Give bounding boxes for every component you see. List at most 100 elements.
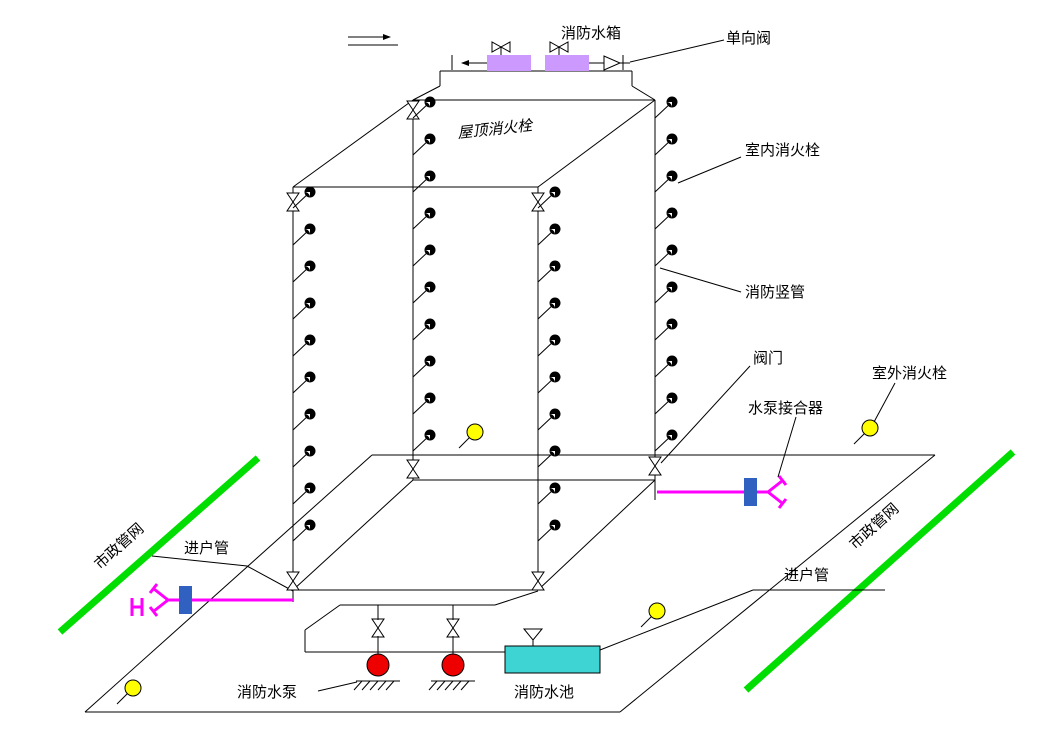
indoor-hydrant-icon	[654, 207, 678, 230]
water-tank-assembly	[348, 34, 656, 101]
header-to-riser	[494, 590, 539, 606]
leader-check-valve	[629, 39, 725, 63]
indoor-hydrant-icon	[537, 408, 561, 431]
indoor-hydrant-icon	[654, 355, 678, 378]
pump-station	[304, 590, 601, 691]
indoor-hydrant-icon	[292, 371, 316, 394]
label-roof-hydrant: 屋顶消火栓	[457, 117, 535, 142]
label-outdoor-hydrant: 室外消火栓	[872, 365, 947, 382]
indoor-hydrant-icon	[412, 281, 436, 304]
water-level-icon	[522, 628, 544, 641]
adapter-body-icon	[130, 583, 179, 617]
indoor-hydrant-icon	[292, 445, 316, 468]
indoor-hydrant-icon	[537, 223, 561, 246]
leader-indoor-hydrant	[677, 156, 742, 184]
municipal-mains	[57, 449, 1016, 693]
indoor-hydrant-icon	[537, 371, 561, 394]
label-check-valve: 单向阀	[726, 30, 771, 47]
label-water-tank: 消防水箱	[561, 25, 621, 42]
label-fire-pump: 消防水泵	[237, 684, 297, 701]
base-left-diagonal	[292, 479, 414, 591]
fire-pool	[504, 645, 601, 674]
outdoor-hydrant-icon	[640, 602, 666, 628]
ground-plane	[84, 454, 936, 713]
adapter-flange	[744, 478, 757, 506]
indoor-hydrant-icon	[537, 482, 561, 505]
pump-adapter-right	[657, 475, 788, 509]
ground-left-edge	[84, 454, 373, 713]
indoor-hydrant-icon	[292, 223, 316, 246]
indoor-hydrant-icon	[292, 334, 316, 357]
pump-adapter-left	[130, 583, 293, 617]
indoor-hydrant-icon	[537, 297, 561, 320]
base-right-diagonal	[537, 479, 656, 591]
check-valve-icon	[603, 55, 622, 71]
label-indoor-hydrant: 室内消火栓	[745, 142, 820, 159]
ground-right-edge	[619, 454, 936, 713]
adapter-flange	[179, 586, 192, 614]
gate-valve-icon	[406, 459, 420, 479]
label-service-pipe-right: 进户管	[784, 567, 829, 584]
tank-drop-right-diag	[631, 85, 656, 101]
gate-valve-icon	[406, 100, 420, 120]
indoor-hydrant-icon	[537, 334, 561, 357]
gate-valve-icon	[648, 456, 662, 476]
gate-valve-icon	[531, 192, 545, 212]
indoor-hydrant-icon	[292, 408, 316, 431]
roof-left-diagonal	[292, 99, 414, 188]
indoor-hydrant-icon	[654, 392, 678, 415]
indoor-hydrant-icon	[537, 445, 561, 468]
municipal-main-left	[57, 455, 261, 635]
indoor-hydrant-icon	[654, 281, 678, 304]
label-riser: 消防竖管	[745, 284, 805, 301]
ground-hatch	[353, 680, 401, 691]
gate-valves	[286, 100, 662, 638]
roof-right-diagonal	[537, 99, 656, 188]
service-pipe-left-line	[151, 555, 294, 592]
indoor-hydrant-icon	[654, 318, 678, 341]
gate-valve-icon	[286, 192, 300, 212]
tank-drop-left-diag	[412, 85, 441, 101]
indoor-hydrant-icon	[412, 355, 436, 378]
indoor-hydrant-icon	[292, 260, 316, 283]
leader-valve	[660, 365, 751, 464]
indoor-hydrant-icon	[654, 96, 678, 119]
indoor-hydrant-icon	[292, 482, 316, 505]
water-tank-right	[545, 55, 589, 71]
gate-valve-icon	[371, 618, 385, 638]
indoor-hydrant-icon	[537, 519, 561, 542]
indoor-hydrant-icon	[654, 133, 678, 156]
fire-pump-icon	[366, 653, 390, 677]
outdoor-hydrant-icon	[853, 419, 879, 445]
ground-hatch	[428, 680, 476, 691]
indoor-hydrant-icon	[412, 133, 436, 156]
label-pump-adapter: 水泵接合器	[748, 400, 823, 417]
indoor-hydrant-icon	[654, 170, 678, 193]
adapter-body-icon	[757, 475, 788, 509]
gate-valve-icon	[531, 571, 545, 591]
indoor-hydrant-icon	[412, 392, 436, 415]
leader-outdoor-hydrant	[873, 382, 896, 423]
header-left-diag	[304, 604, 341, 631]
leader-pump-adapter	[777, 416, 797, 478]
indoor-hydrant-icon	[412, 207, 436, 230]
label-municipal-right: 市政管网	[846, 500, 902, 553]
label-service-pipe-left: 进户管	[184, 540, 229, 557]
indoor-hydrant-icon	[412, 244, 436, 267]
indoor-hydrant-icon	[537, 260, 561, 283]
pump-adapters	[130, 475, 788, 617]
label-fire-pool: 消防水池	[514, 684, 574, 701]
indoor-hydrant-icon	[412, 429, 436, 452]
pool-to-service-pipe	[599, 589, 754, 651]
fire-pump-icon	[441, 653, 465, 677]
outdoor-hydrant-icon	[458, 423, 484, 449]
indoor-hydrant-icon	[412, 170, 436, 193]
building-outline	[292, 99, 656, 602]
leader-lines	[317, 39, 896, 692]
municipal-main-right	[743, 449, 1016, 693]
leader-fire-pump	[317, 681, 358, 692]
indoor-hydrant-icon	[654, 244, 678, 267]
gate-valve-icon	[446, 618, 460, 638]
